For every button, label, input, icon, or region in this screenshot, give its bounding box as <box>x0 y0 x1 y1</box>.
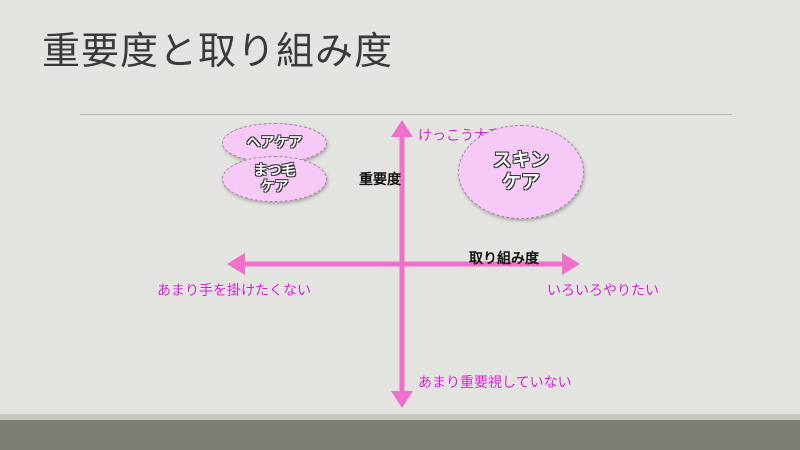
right-axis-label: いろいろやりたい <box>547 283 659 299</box>
footer-bar <box>0 420 800 450</box>
arrow-down <box>391 391 413 408</box>
x-axis-title: 取り組み度 <box>469 251 539 267</box>
title-divider <box>80 114 732 115</box>
left-axis-label: あまり手を掛けたくない <box>157 283 311 299</box>
bubble-skin-care: スキン ケア <box>458 125 584 219</box>
bubble-skin-care-label: スキン ケア <box>492 149 550 193</box>
footer-divider <box>0 414 800 420</box>
bubble-eyelash-care: まつ毛 ケア <box>222 156 327 202</box>
arrow-up <box>391 120 413 137</box>
bottom-axis-label: あまり重要視していない <box>418 375 572 391</box>
page-title: 重要度と取り組み度 <box>42 29 394 73</box>
arrow-left <box>227 253 245 275</box>
bubble-eyelash-care-label: まつ毛 ケア <box>253 162 296 195</box>
arrow-right <box>562 253 580 275</box>
bubble-hair-care-label: ヘアケア <box>246 134 303 151</box>
y-axis-title: 重要度 <box>359 172 401 188</box>
